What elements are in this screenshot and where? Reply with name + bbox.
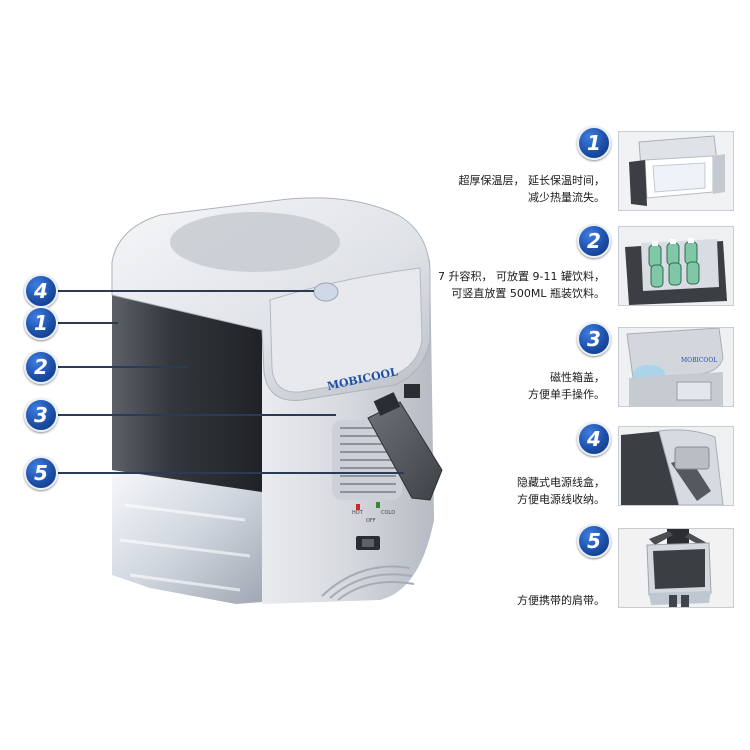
svg-text:COLD: COLD bbox=[381, 510, 395, 516]
callout-line-4 bbox=[58, 290, 314, 292]
cooler-base bbox=[112, 470, 262, 604]
feature-thumbnail-3: MOBICOOL bbox=[618, 327, 734, 407]
feature-badge-4: 4 bbox=[577, 422, 611, 456]
feature-description-3: 磁性箱盖， 方便单手操作。 bbox=[528, 371, 605, 401]
mode-switch: HOT OFF COLD bbox=[352, 502, 395, 524]
feature-thumbnail-5 bbox=[618, 528, 734, 608]
callout-line-1 bbox=[58, 322, 118, 324]
feature-description-4: 隐藏式电源线盒， 方便电源线收纳。 bbox=[517, 476, 605, 506]
callout-line-2 bbox=[58, 366, 188, 368]
feature-thumbnail-2 bbox=[618, 226, 734, 306]
magnet-latch bbox=[313, 282, 339, 302]
callout-badge-3: 3 bbox=[24, 398, 58, 432]
feature-description-2: 7 升容积， 可放置 9-11 罐饮料， 可竖直放置 500ML 瓶装饮料。 bbox=[438, 270, 605, 300]
feature-thumbnail-1 bbox=[618, 131, 734, 211]
svg-text:MOBICOOL: MOBICOOL bbox=[681, 357, 717, 364]
feature-badge-1: 1 bbox=[577, 126, 611, 160]
feature-description-5: 方便携带的肩带。 bbox=[517, 594, 605, 607]
callout-badge-5: 5 bbox=[24, 456, 58, 490]
callout-line-3 bbox=[58, 414, 336, 416]
svg-text:HOT: HOT bbox=[352, 510, 364, 516]
svg-text:OFF: OFF bbox=[366, 518, 376, 524]
feature-description-1: 超厚保温层， 延长保温时间， 减少热量流失。 bbox=[458, 174, 606, 204]
callout-badge-2: 2 bbox=[24, 350, 58, 384]
feature-badge-3: 3 bbox=[577, 322, 611, 356]
cooler-side-panel bbox=[112, 295, 262, 492]
feature-thumbnail-4 bbox=[618, 426, 734, 506]
callout-badge-4: 4 bbox=[24, 274, 58, 308]
callout-line-5 bbox=[58, 472, 404, 474]
callout-badge-1: 1 bbox=[24, 306, 58, 340]
feature-badge-2: 2 bbox=[577, 224, 611, 258]
feature-badge-5: 5 bbox=[577, 524, 611, 558]
